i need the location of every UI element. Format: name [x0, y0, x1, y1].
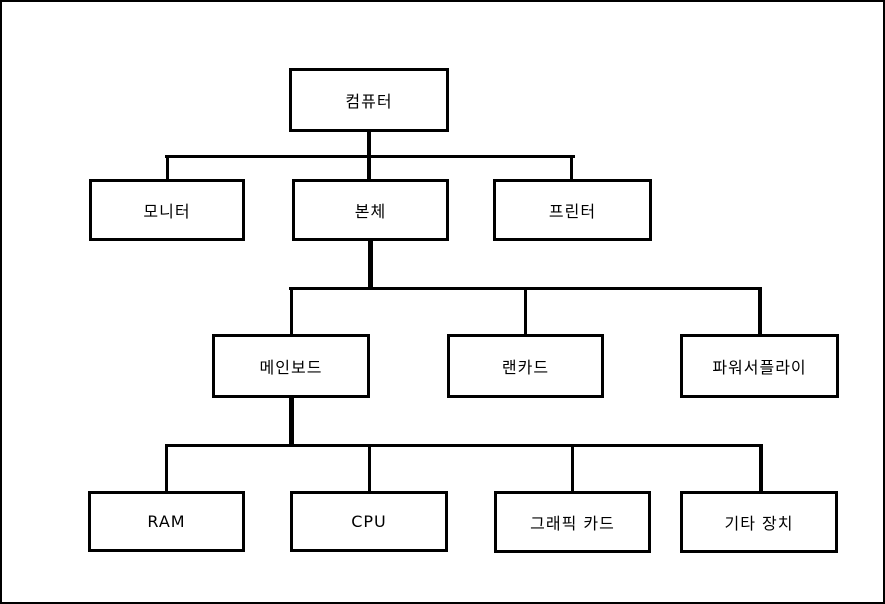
edge-main-unit-trunk-line — [368, 241, 373, 290]
edge-cpu-drop-line — [368, 444, 371, 491]
edge-mainboard-drop-line — [290, 287, 293, 334]
edge-power-supply-drop-line — [758, 287, 762, 334]
edge-printer-drop-line — [570, 155, 573, 179]
node-cpu: CPU — [290, 491, 448, 552]
node-ram: RAM — [88, 491, 245, 552]
edge-graphics-card-drop-line — [571, 444, 574, 491]
node-etc-device: 기타 장치 — [680, 491, 838, 553]
node-graphics-card: 그래픽 카드 — [494, 491, 651, 553]
edge-level2-horizontal-line — [165, 155, 575, 158]
edge-mainboard-trunk-line — [289, 398, 294, 447]
node-printer: 프린터 — [493, 179, 652, 241]
edge-monitor-drop-line — [166, 155, 169, 179]
edge-level4-horizontal-line — [165, 444, 762, 447]
node-mainboard: 메인보드 — [212, 334, 370, 398]
node-lan-card: 랜카드 — [447, 334, 604, 398]
node-computer: 컴퓨터 — [289, 68, 449, 132]
edge-etc-device-drop-line — [759, 444, 763, 491]
edge-lan-card-drop-line — [524, 287, 527, 334]
node-main-unit: 본체 — [292, 179, 449, 241]
edge-ram-drop-line — [165, 444, 168, 491]
node-power-supply: 파워서플라이 — [680, 334, 839, 398]
node-monitor: 모니터 — [89, 179, 245, 241]
